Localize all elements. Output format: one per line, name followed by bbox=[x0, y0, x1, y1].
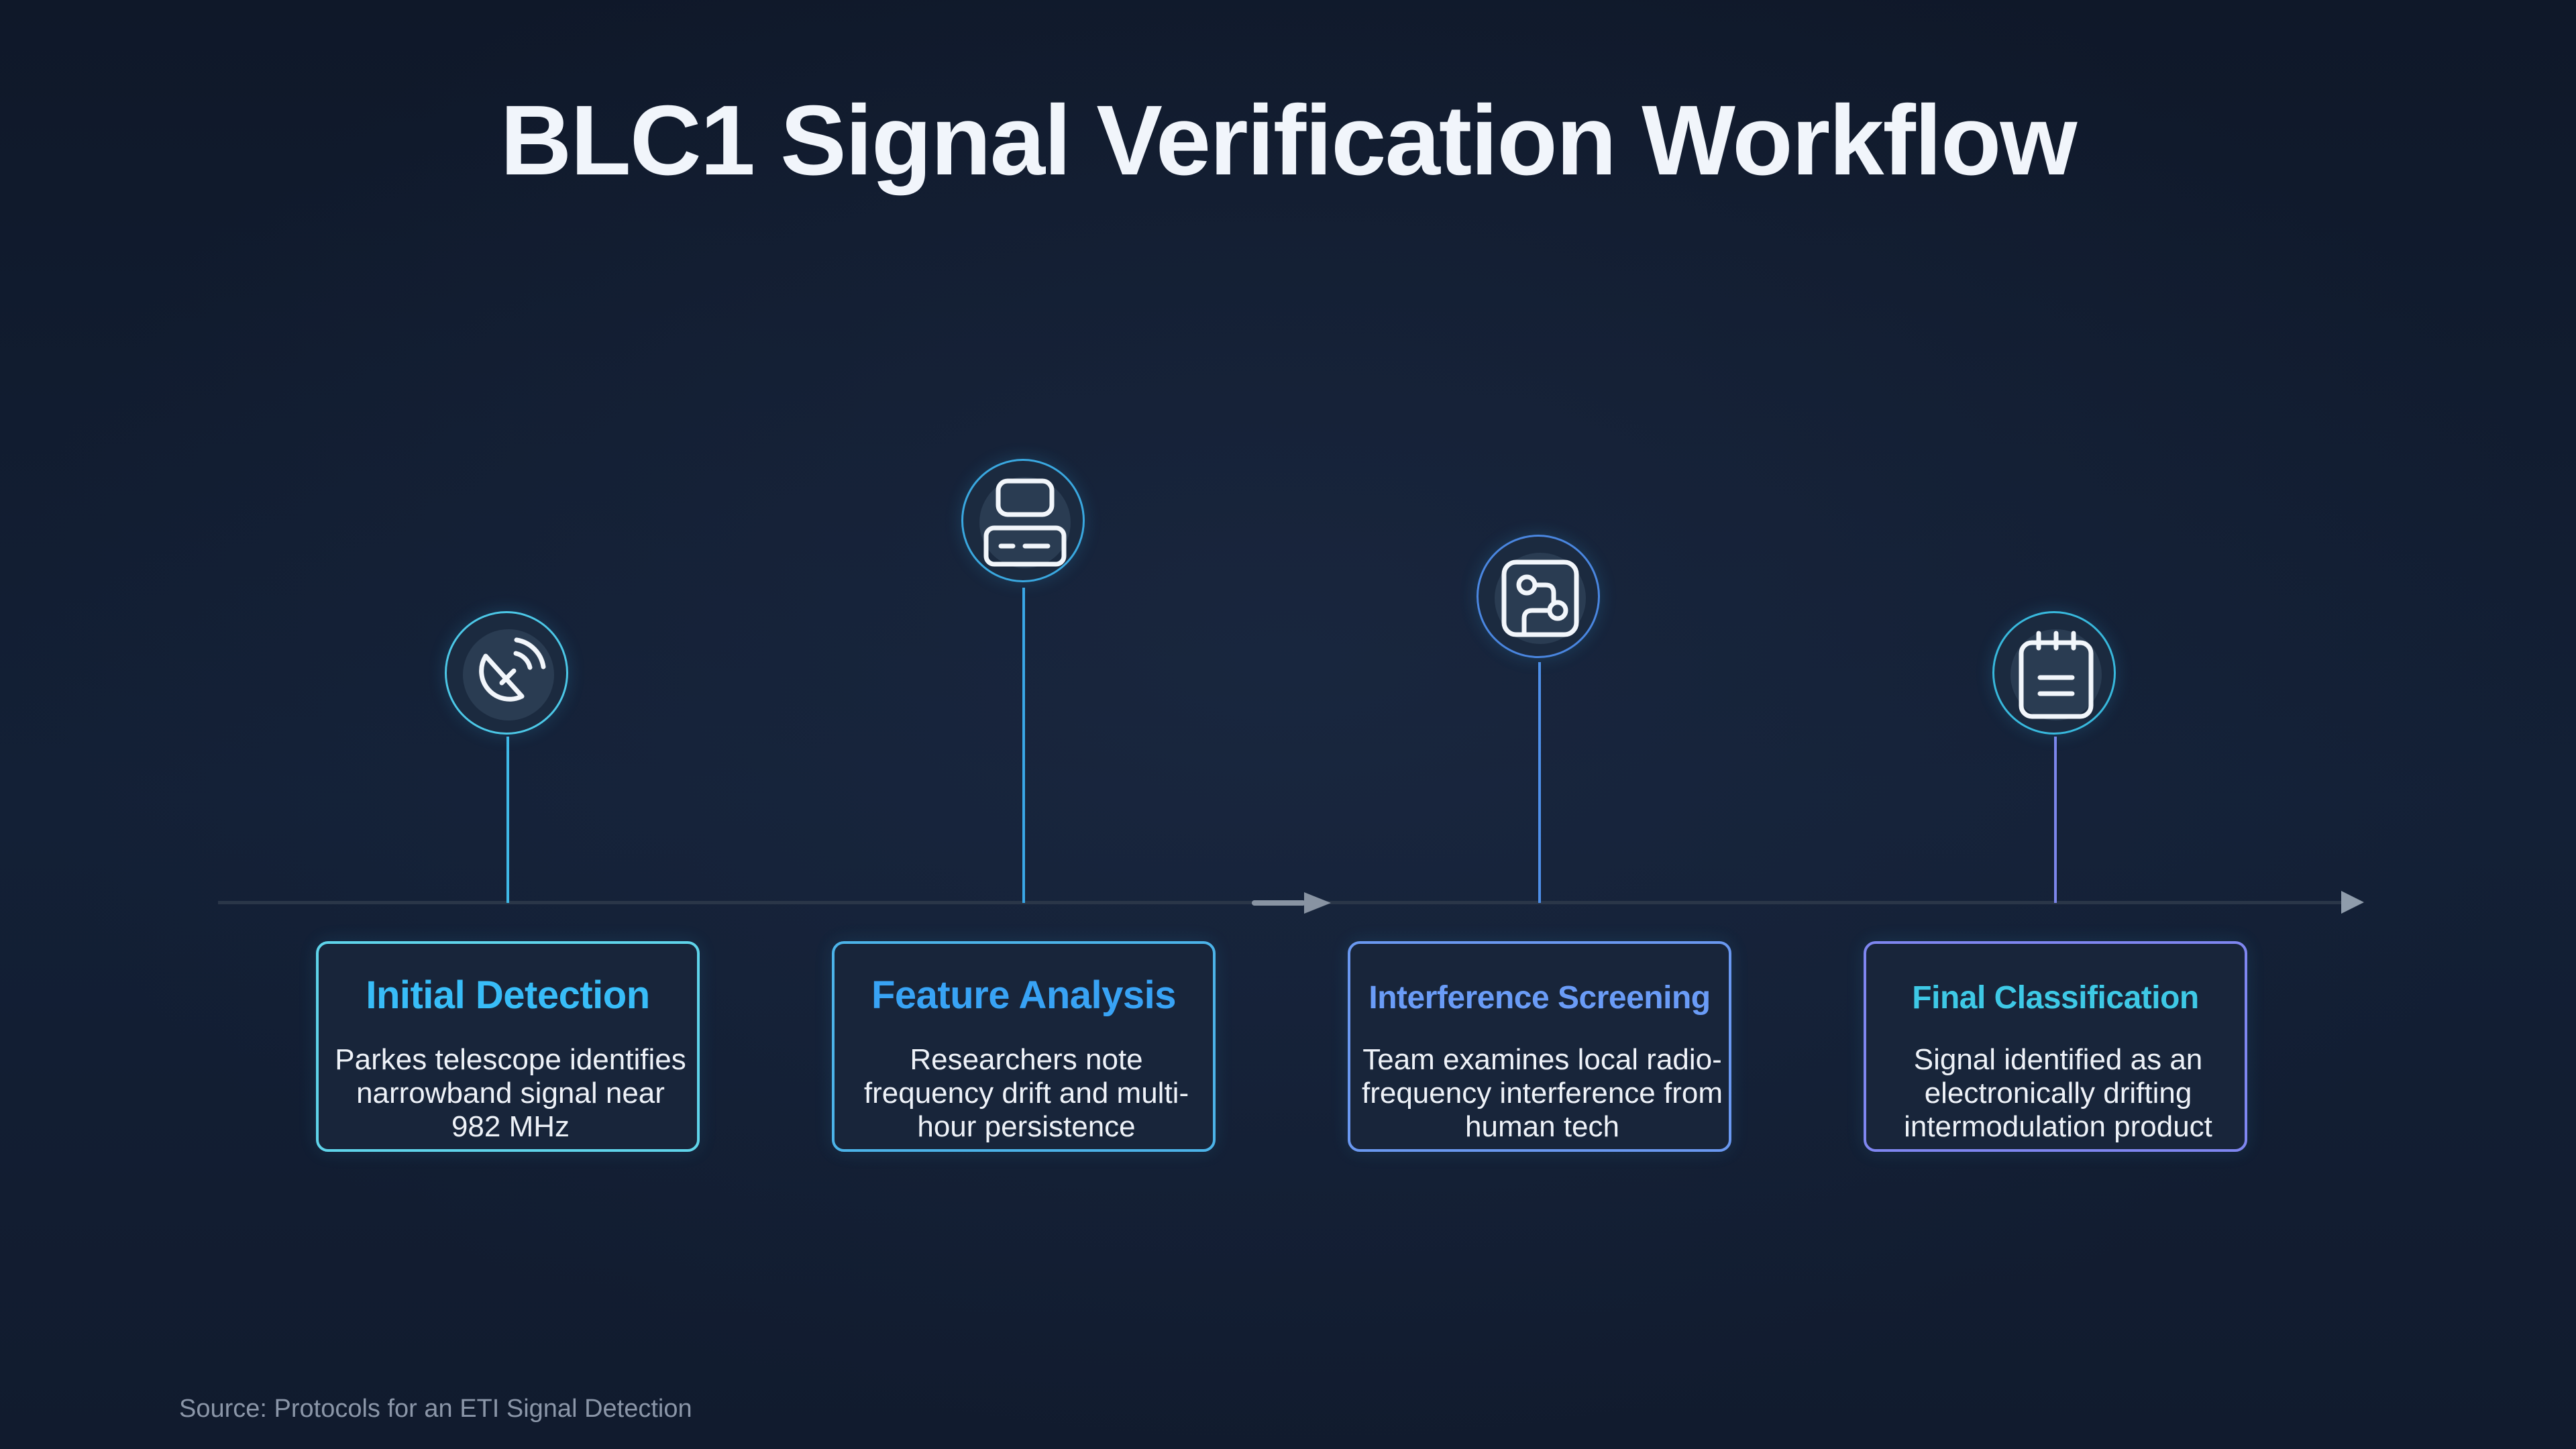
source-note: Source: Protocols for an ETI Signal Dete… bbox=[179, 1395, 692, 1423]
step-2-connector bbox=[1022, 588, 1025, 903]
step-4-node bbox=[1992, 611, 2116, 735]
step-1-title: Initial Detection bbox=[366, 973, 650, 1017]
step-4-card: Final Classification Signal identified a… bbox=[1864, 941, 2247, 1152]
step-3-card: Interference Screening Team examines loc… bbox=[1348, 941, 1731, 1152]
route-icon bbox=[1495, 553, 1586, 644]
page-title: BLC1 Signal Verification Workflow bbox=[500, 85, 2078, 196]
progress-arrow-head bbox=[1304, 892, 1331, 914]
server-icon bbox=[979, 477, 1071, 568]
step-4-title: Final Classification bbox=[1912, 980, 2199, 1016]
step-4-connector bbox=[2054, 737, 2057, 903]
timeline-end-arrow-icon bbox=[2341, 891, 2364, 914]
step-3-node bbox=[1477, 535, 1600, 658]
step-1-node bbox=[445, 611, 568, 735]
step-2-card: Feature Analysis Researchers note freque… bbox=[832, 941, 1216, 1152]
step-4-description: Signal identified as an electronically d… bbox=[1904, 1043, 2212, 1143]
step-1-description: Parkes telescope identifies narrowband s… bbox=[335, 1043, 686, 1143]
step-1-connector bbox=[506, 737, 509, 903]
step-1-card: Initial Detection Parkes telescope ident… bbox=[316, 941, 700, 1152]
step-2-description: Researchers note frequency drift and mul… bbox=[863, 1043, 1189, 1143]
step-2-node bbox=[961, 459, 1085, 582]
progress-arrow-icon bbox=[1252, 900, 1305, 906]
step-3-connector bbox=[1538, 662, 1541, 903]
step-3-title: Interference Screening bbox=[1368, 980, 1711, 1016]
step-2-title: Feature Analysis bbox=[871, 973, 1177, 1017]
satellite-dish-icon bbox=[463, 629, 554, 720]
step-3-description: Team examines local radio-frequency inte… bbox=[1361, 1043, 1723, 1143]
notepad-icon bbox=[2010, 629, 2102, 720]
